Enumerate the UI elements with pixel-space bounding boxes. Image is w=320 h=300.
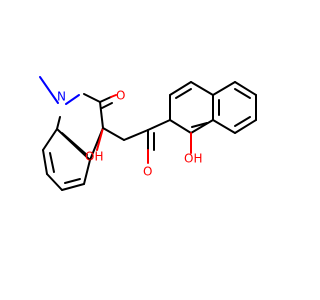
naphthol-hydroxy-label: OH <box>184 152 202 166</box>
nitrogen-label: N <box>57 90 66 104</box>
naphthalene-ring-b <box>212 81 257 134</box>
ketone-oxygen-label: O <box>143 165 152 179</box>
c3-hydroxy-label: OH <box>85 150 103 164</box>
ketone-carbonyl <box>147 129 155 164</box>
lactam-oxygen-label: O <box>116 89 125 103</box>
naphthalene-ring-a <box>147 81 214 134</box>
lactam-carbonyl <box>99 94 117 109</box>
c3-hydroxy-bond <box>96 127 104 151</box>
indoline-benzene-ring <box>42 128 91 191</box>
side-chain <box>102 127 149 141</box>
n-methyl-bond <box>39 76 59 104</box>
molecule-structure: N O OH O OH <box>39 76 257 191</box>
